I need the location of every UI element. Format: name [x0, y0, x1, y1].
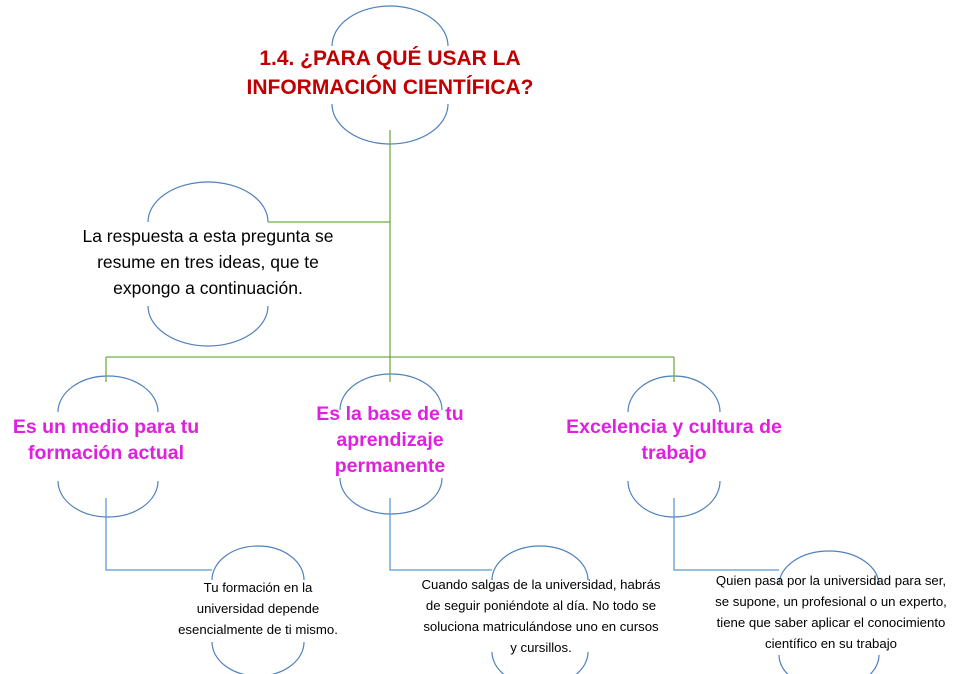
leaf3-arc-bottom	[778, 654, 880, 674]
branch2-arc-top	[339, 373, 443, 411]
leaf-3-line-2: se supone, un profesional o un experto,	[715, 594, 947, 609]
title-line-2: INFORMACIÓN CIENTÍFICA?	[246, 76, 534, 99]
leaf-2-text: Cuando salgas de la universidad, habrás …	[400, 574, 682, 658]
leaf1-arc-top	[211, 545, 305, 581]
leaf-3-line-3: tiene que saber aplicar el conocimiento	[716, 615, 946, 630]
leaf3-arc-top	[778, 550, 880, 586]
branch1-arc-bottom	[57, 480, 159, 518]
title-line-1: 1.4. ¿PARA QUÉ USAR LA	[259, 47, 521, 70]
leaf-2-line-1: Cuando salgas de la universidad, habrás	[421, 577, 661, 592]
leaf-1-line-2: universidad depende	[196, 601, 320, 616]
leaf-1-line-1: Tu formación en la	[203, 580, 313, 595]
branch-1-label-line-1: Es un medio para tu	[12, 416, 200, 438]
intro-arc-bottom	[147, 305, 269, 347]
leaf-2-line-3: soluciona matriculándose uno en cursos	[423, 619, 659, 634]
intro-line-3: expongo a continuación.	[113, 278, 303, 298]
diagram-title: 1.4. ¿PARA QUÉ USAR LA INFORMACIÓN CIENT…	[190, 44, 590, 102]
branch-2-label: Es la base de tu aprendizaje permanente	[290, 401, 490, 479]
branch1-to-leaf1-connector	[105, 498, 212, 571]
intro-arc-top	[147, 181, 269, 223]
branch2-arc-bottom	[339, 477, 443, 515]
leaf-1-text: Tu formación en la universidad depende e…	[158, 577, 358, 640]
branch-3-label-line-2: trabajo	[641, 442, 707, 464]
branch2-to-leaf2-connector	[389, 498, 492, 571]
leaf-3-text: Quien pasa por la universidad para ser, …	[690, 570, 972, 654]
branch-3-label: Excelencia y cultura de trabajo	[549, 414, 799, 466]
branch-2-label-line-3: permanente	[334, 455, 446, 477]
leaf-3-line-4: científico en su trabajo	[765, 636, 897, 651]
leaf-3-line-1: Quien pasa por la universidad para ser,	[715, 573, 947, 588]
branch-3-label-line-1: Excelencia y cultura de	[566, 416, 782, 438]
leaf-1-line-3: esencialmente de ti mismo.	[178, 622, 338, 637]
leaf-2-line-2: de seguir poniéndote al día. No todo se	[425, 598, 657, 613]
leaf1-arc-bottom	[211, 641, 305, 674]
intro-text: La respuesta a esta pregunta se resume e…	[48, 223, 368, 301]
leaf2-arc-top	[491, 545, 589, 581]
branch1-arc-top	[57, 375, 159, 413]
title-arc-top	[331, 5, 449, 47]
branch3-to-leaf3-connector	[673, 498, 779, 571]
branch-1-label: Es un medio para tu formación actual	[0, 414, 212, 466]
intro-line-2: resume en tres ideas, que te	[97, 252, 319, 272]
branch-1-label-line-2: formación actual	[27, 442, 185, 464]
leaf-2-line-4: y cursillos.	[510, 640, 572, 655]
leaf2-arc-bottom	[491, 651, 589, 674]
intro-line-1: La respuesta a esta pregunta se	[82, 226, 334, 246]
title-to-intro-connector	[268, 130, 391, 223]
branch-2-label-line-1: Es la base de tu	[316, 403, 464, 425]
branch-2-label-line-2: aprendizaje	[336, 429, 444, 451]
